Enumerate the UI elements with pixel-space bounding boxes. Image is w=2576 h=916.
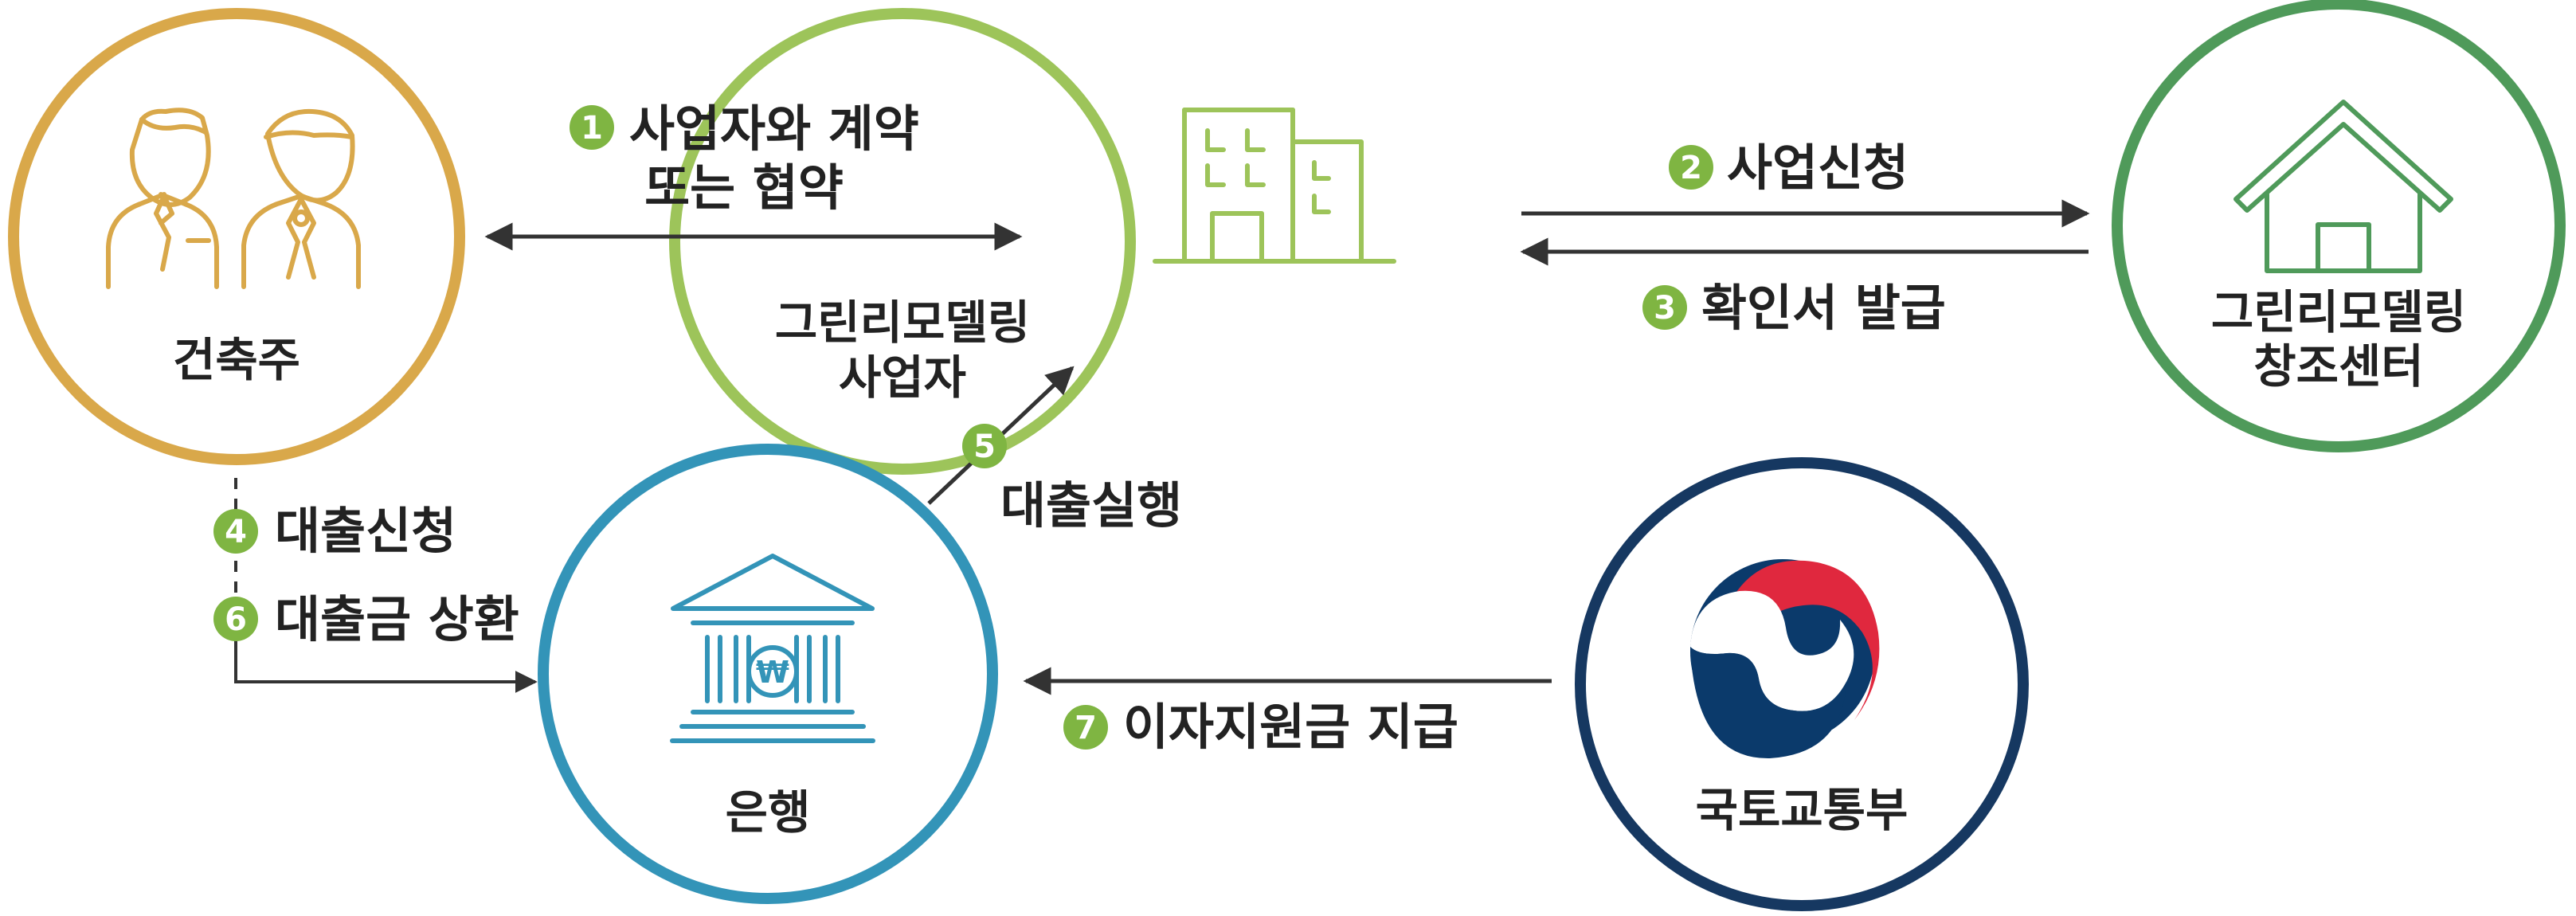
contractor-label-line2: 사업자 <box>839 350 966 405</box>
step-2-text: 사업신청 <box>1727 139 1909 197</box>
bank-circle <box>538 444 998 904</box>
step-5-text: 대출실행 <box>1000 476 1182 534</box>
node-bank: ₩ 은행 <box>538 444 998 904</box>
node-owner: 건축주 <box>8 8 465 465</box>
node-contractor: 그린리모델링 사업자 <box>669 8 1396 475</box>
step-1-number: 1 <box>581 110 603 147</box>
center-label-line1: 그린리모델링 <box>2211 285 2466 339</box>
step-7-number: 7 <box>1075 710 1097 746</box>
step-5-number: 5 <box>973 429 996 465</box>
step-1-badge <box>570 105 614 150</box>
businessmen-icon <box>106 108 361 289</box>
step-4: 4 대출신청 <box>213 502 456 560</box>
step-5-badge <box>962 424 1007 468</box>
step-3-badge <box>1642 285 1687 330</box>
won-symbol-icon: ₩ <box>756 655 789 690</box>
step-6-badge <box>213 597 258 641</box>
center-label-line2: 창조센터 <box>2253 339 2423 393</box>
step-2-number: 2 <box>1680 150 1702 186</box>
ministry-label: 국토교통부 <box>1696 783 1909 837</box>
contractor-label-line1: 그린리모델링 <box>775 296 1030 350</box>
step-3-number: 3 <box>1654 290 1676 327</box>
owner-circle <box>8 8 465 465</box>
bank-label: 은행 <box>726 785 811 840</box>
step-7-badge <box>1063 705 1108 750</box>
step-6-text: 대출금 상환 <box>275 590 519 648</box>
step-4-badge <box>213 509 258 554</box>
edge-repayment-arrow <box>234 629 538 693</box>
node-center: 그린리모델링 창조센터 <box>2112 0 2566 452</box>
bank-icon <box>670 554 875 743</box>
step-2: 2 사업신청 <box>1669 139 1909 197</box>
house-icon <box>2233 100 2453 273</box>
step-1: 1 사업자와 계약 또는 협약 <box>570 100 919 217</box>
step-6: 6 대출금 상환 <box>213 590 519 648</box>
step-5: 5 대출실행 <box>962 424 1182 534</box>
step-2-badge <box>1669 145 1713 190</box>
step-3-text: 확인서 발급 <box>1701 279 1946 337</box>
step-1-text-line1: 사업자와 계약 <box>629 100 919 158</box>
building-icon <box>1182 108 1295 264</box>
step-7-text: 이자지원금 지급 <box>1123 698 1458 756</box>
taegeuk-emblem-icon <box>1690 559 1880 759</box>
ministry-circle <box>1575 457 2029 911</box>
owner-label: 건축주 <box>173 333 300 387</box>
step-4-text: 대출신청 <box>275 502 456 560</box>
center-circle <box>2112 0 2566 452</box>
step-3: 3 확인서 발급 <box>1642 279 1946 337</box>
step-1-text-line2: 또는 협약 <box>644 159 844 217</box>
step-7: 7 이자지원금 지급 <box>1063 698 1458 756</box>
node-ministry: 국토교통부 <box>1575 457 2029 911</box>
building-icon <box>1153 108 1396 264</box>
step-6-number: 6 <box>225 601 247 638</box>
step-4-number: 4 <box>225 514 247 550</box>
